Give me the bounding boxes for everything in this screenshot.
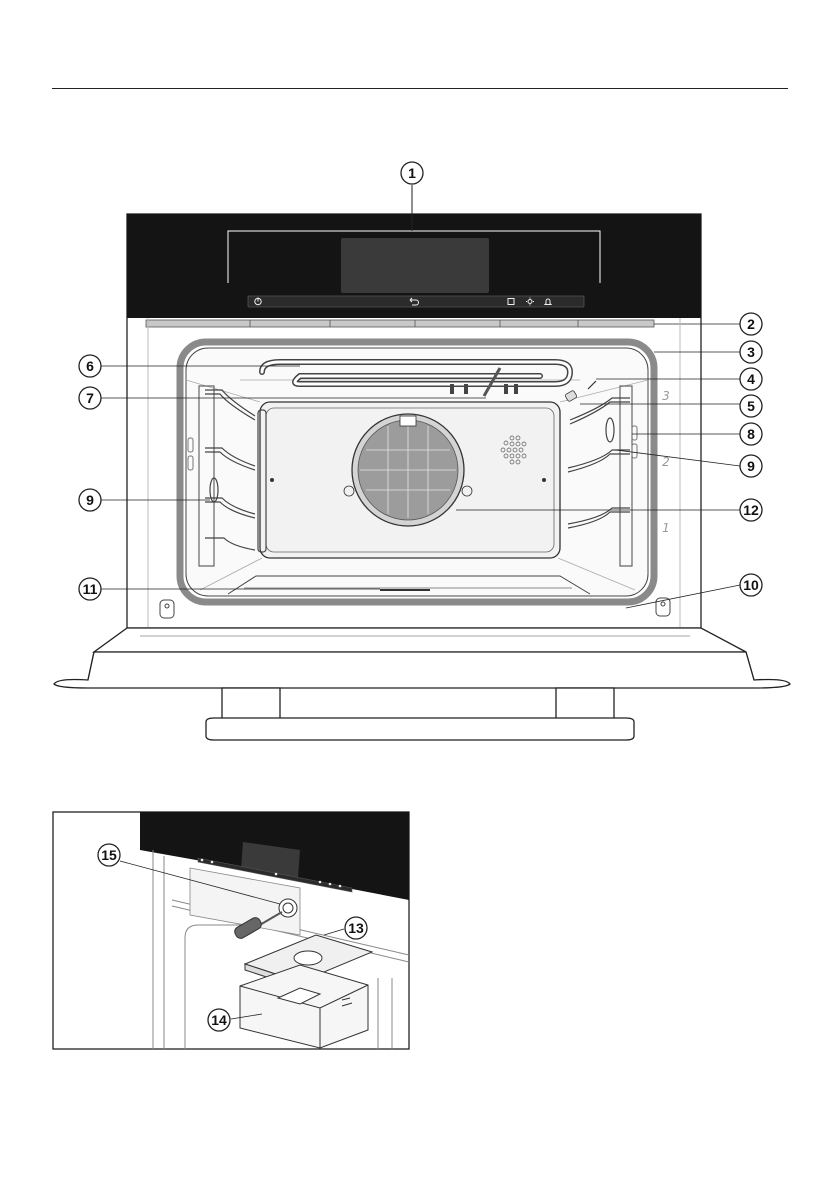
fixing-screw[interactable] [279,899,297,917]
svg-text:8: 8 [747,426,755,442]
svg-text:5: 5 [747,398,755,414]
display-screen[interactable] [341,238,489,293]
svg-text:15: 15 [101,847,117,863]
svg-text:6: 6 [86,358,94,374]
shelf-level-3: 3 [662,389,670,403]
callout-12: 12 [740,499,762,521]
hinge-left [160,600,174,618]
callout-3: 3 [740,341,762,363]
callout-7: 7 [79,387,101,409]
callout-9-right: 9 [740,455,762,477]
callout-11: 11 [79,578,101,600]
svg-text:12: 12 [743,502,759,518]
door-handle[interactable] [206,688,634,740]
callout-13: 13 [345,917,367,939]
callout-8: 8 [740,423,762,445]
svg-text:9: 9 [747,458,755,474]
callout-14: 14 [208,1009,230,1031]
svg-text:1: 1 [408,165,416,181]
callout-10: 10 [740,574,762,596]
shelf-level-1: 1 [662,521,670,535]
svg-text:10: 10 [743,577,759,593]
callout-1: 1 [401,162,423,184]
callout-2: 2 [740,313,762,335]
callout-9-left: 9 [79,489,101,511]
callout-5: 5 [740,395,762,417]
svg-text:2: 2 [747,316,755,332]
callout-15: 15 [98,844,120,866]
svg-text:14: 14 [211,1012,227,1028]
svg-text:9: 9 [86,492,94,508]
callout-4: 4 [740,368,762,390]
svg-text:4: 4 [747,371,755,387]
svg-text:13: 13 [348,920,364,936]
svg-text:11: 11 [83,581,98,597]
svg-text:7: 7 [86,390,94,406]
svg-text:3: 3 [747,344,755,360]
oven-door[interactable] [54,628,790,688]
callout-6: 6 [79,355,101,377]
